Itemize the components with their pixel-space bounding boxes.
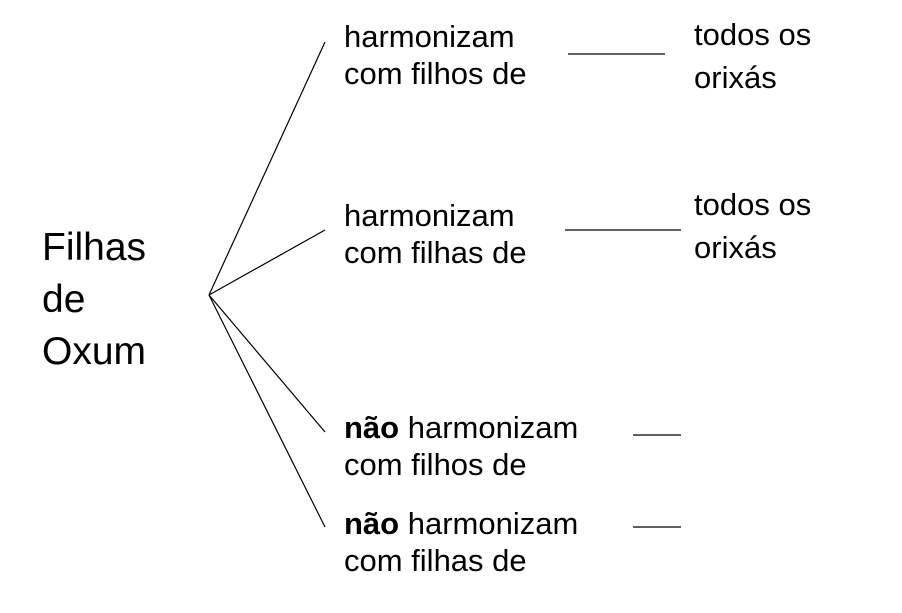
target-1-line-2: orixás [694, 59, 777, 95]
target-1-line-1: todos os [694, 17, 812, 52]
branch-4-line-2: com filhas de [344, 542, 527, 578]
branch-node-2: harmonizam com filhas de [344, 198, 527, 271]
branch-line-1 [208, 41, 326, 296]
branch-node-1: harmonizam com filhos de [344, 19, 527, 92]
target-2-line-1: todos os [694, 187, 812, 222]
branch-2-line-1: harmonizam [344, 198, 515, 233]
branch-line-2 [208, 229, 326, 296]
branch-1-line-1: harmonizam [344, 19, 515, 54]
branch-1-line-2: com filhos de [344, 55, 527, 91]
root-line-3: Oxum [42, 330, 147, 373]
target-node-1: todos os orixás [694, 14, 811, 100]
branch-3-negation: não [344, 410, 400, 445]
branch-3-line-1: não harmonizam [344, 410, 578, 447]
branch-3-verb: harmonizam [407, 410, 579, 445]
branch-4-line-1: não harmonizam [344, 506, 578, 543]
root-line-2: de [42, 278, 86, 321]
branch-node-3: não harmonizam com filhos de [344, 410, 578, 483]
target-node-2: todos os orixás [694, 184, 811, 270]
target-2-line-2: orixás [694, 229, 777, 265]
branch-3-line-2: com filhos de [344, 446, 527, 482]
branch-line-4 [208, 294, 326, 528]
branch-line-3 [208, 294, 326, 433]
branch-4-negation: não [344, 506, 400, 541]
branch-node-4: não harmonizam com filhas de [344, 506, 578, 579]
root-node: Filhas de Oxum [42, 222, 146, 378]
branch-4-verb: harmonizam [407, 506, 579, 541]
root-line-1: Filhas [42, 226, 147, 269]
branch-2-line-2: com filhas de [344, 234, 527, 270]
